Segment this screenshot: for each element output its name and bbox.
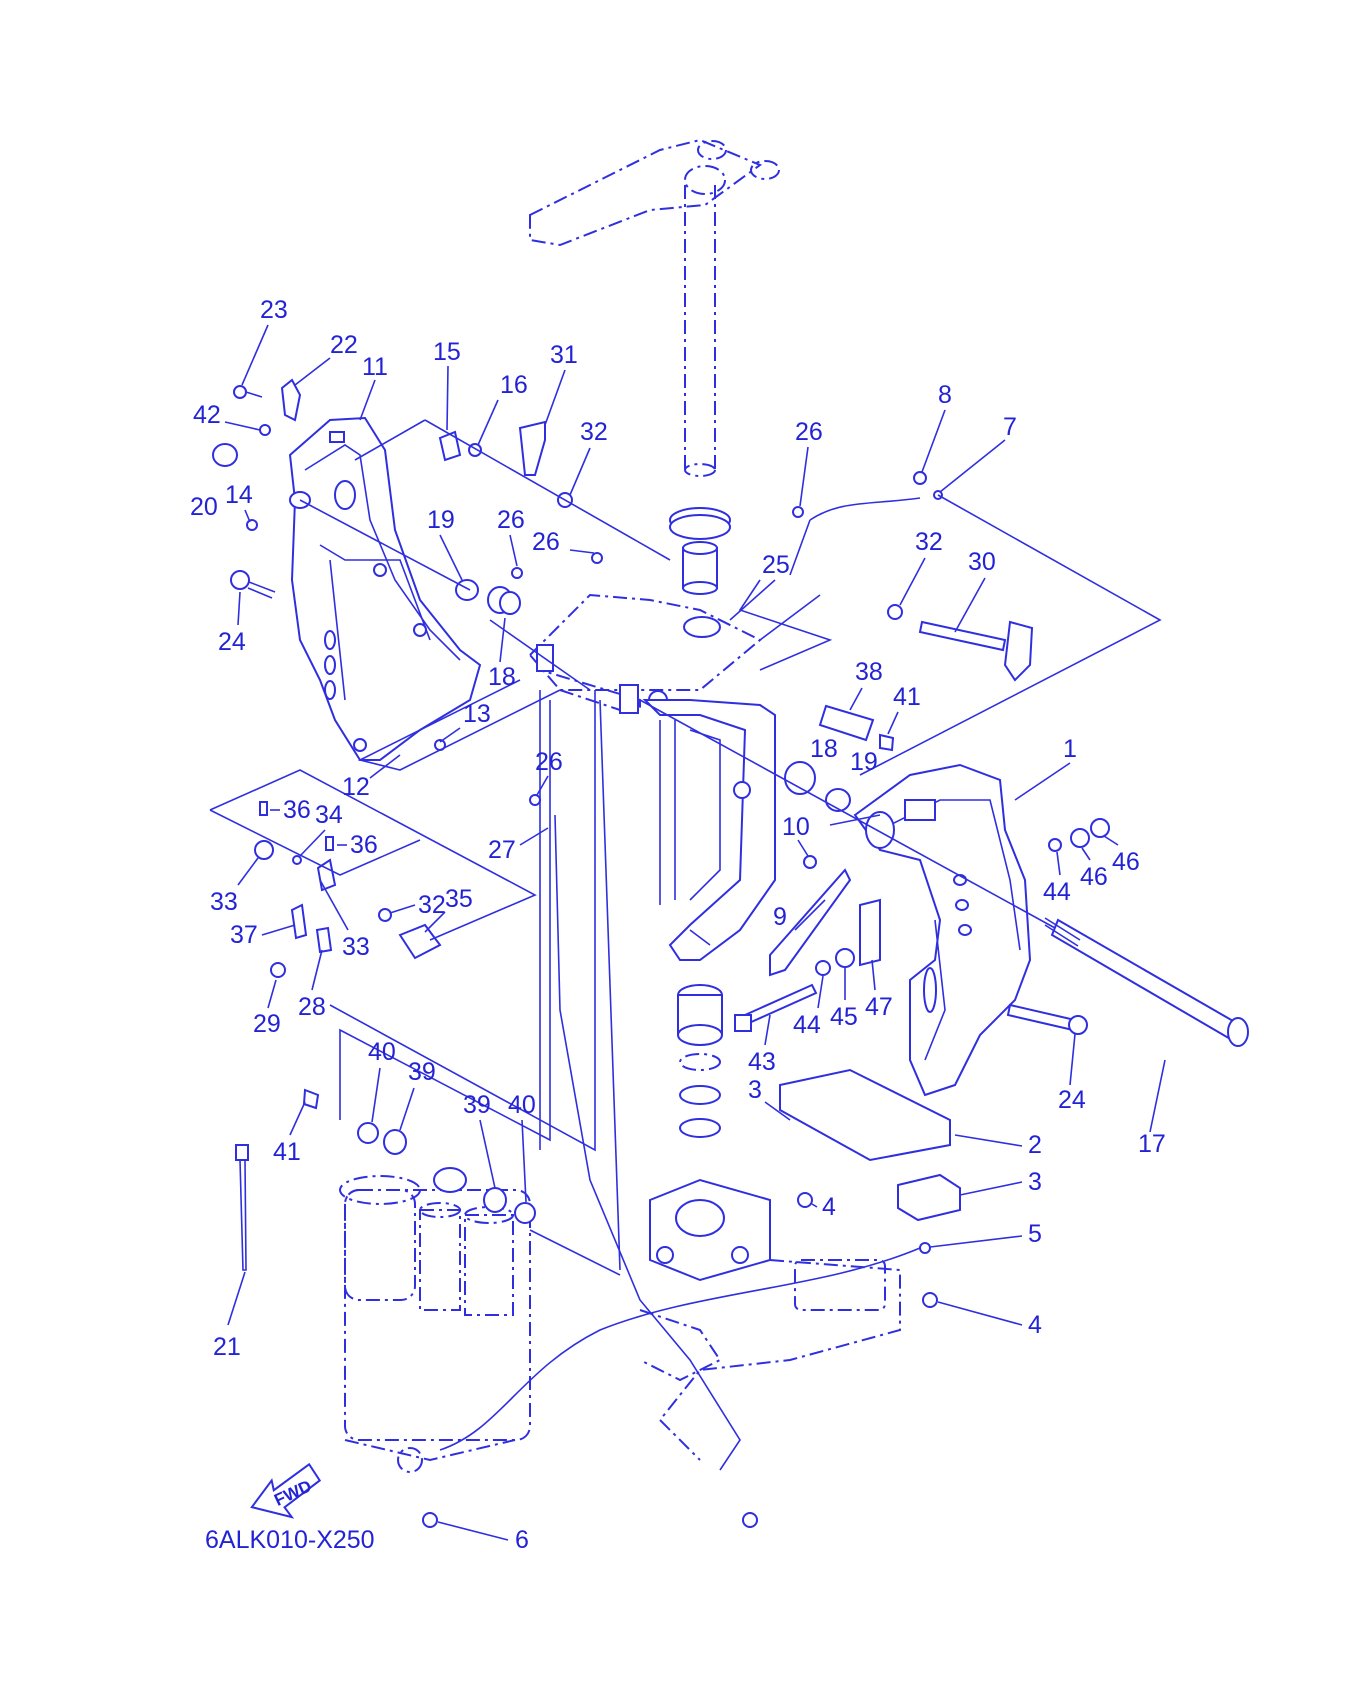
callout-label: 43	[748, 1048, 776, 1076]
callout-label: 34	[315, 801, 343, 829]
callout-label: 9	[773, 903, 787, 931]
clamp-bracket-left	[288, 416, 482, 761]
callout-label: 33	[210, 888, 238, 916]
callout-label: 4	[822, 1193, 836, 1221]
callout-label: 11	[362, 353, 388, 381]
callout-label: 32	[580, 418, 608, 446]
callout-label: 45	[830, 1003, 858, 1031]
callout-label: 35	[445, 885, 473, 913]
tilt-cylinder-unit	[339, 1167, 531, 1473]
leads	[439, 497, 921, 1471]
callout-label: 6	[515, 1526, 529, 1554]
callout-label: 12	[342, 773, 370, 801]
callout-label: 29	[253, 1010, 281, 1038]
callout-label: 39	[408, 1058, 436, 1086]
callout-label: 21	[213, 1333, 241, 1361]
callout-label: 19	[850, 748, 878, 776]
callout-label: 18	[488, 663, 516, 691]
callout-label: 25	[762, 551, 790, 579]
callout-label: 36	[350, 831, 378, 859]
callout-label: 8	[938, 381, 952, 409]
callout-label: 23	[260, 296, 288, 324]
callout-label: 26	[535, 748, 563, 776]
callout-label: 44	[1043, 878, 1071, 906]
lower-bushings	[677, 984, 723, 1138]
callout-label: 22	[330, 331, 358, 359]
callout-label: 32	[418, 891, 446, 919]
callout-label: 13	[463, 700, 491, 728]
callout-label: 38	[855, 658, 883, 686]
callout-label: 28	[298, 993, 326, 1021]
callout-label: 33	[342, 933, 370, 961]
callout-label: 41	[893, 683, 921, 711]
callout-label: 26	[795, 418, 823, 446]
swivel-bracket	[528, 593, 776, 961]
callout-label: 4	[1028, 1311, 1042, 1339]
callout-label: 2	[1028, 1131, 1042, 1159]
callout-label: 40	[368, 1038, 396, 1066]
callout-label: 3	[748, 1076, 762, 1104]
callout-label: 19	[427, 506, 455, 534]
callout-label: 42	[193, 401, 221, 429]
callout-label: 7	[1003, 413, 1017, 441]
callout-label: 16	[500, 371, 528, 399]
callout-label: 27	[488, 836, 516, 864]
callout-label: 36	[283, 796, 311, 824]
callout-label: 17	[1138, 1130, 1166, 1158]
callouts: 1 2 3 3 4 4 5 6 7 8 9 10 11 12 13 14 15 …	[190, 296, 1166, 1554]
clamp-bracket-right	[853, 763, 1032, 1097]
callout-label: 39	[463, 1091, 491, 1119]
callout-label: 15	[433, 338, 461, 366]
steering-arm	[529, 138, 780, 477]
callout-label: 46	[1080, 863, 1108, 891]
callout-label: 20	[190, 493, 218, 521]
callout-label: 37	[230, 921, 258, 949]
callout-label: 40	[508, 1091, 536, 1119]
callout-label: 26	[497, 506, 525, 534]
drawing-code: 6ALK010-X250	[205, 1526, 375, 1554]
callout-label: 14	[225, 481, 253, 509]
through-tube	[1044, 917, 1249, 1047]
callout-label: 44	[793, 1011, 821, 1039]
fwd-arrow: FWD	[250, 1462, 322, 1519]
callout-label: 26	[532, 528, 560, 556]
callout-label: 46	[1112, 848, 1140, 876]
callout-label: 47	[865, 993, 893, 1021]
callout-label: 31	[550, 341, 578, 369]
callout-label: 1	[1063, 735, 1077, 763]
callout-label: 5	[1028, 1220, 1042, 1248]
shaft-bushings	[669, 507, 731, 638]
callout-label: 30	[968, 548, 996, 576]
callout-label: 32	[915, 528, 943, 556]
reference-lines	[209, 419, 1162, 1276]
callout-label: 18	[810, 735, 838, 763]
callout-label: 24	[218, 628, 246, 656]
callout-label: 3	[1028, 1168, 1042, 1196]
callout-label: 24	[1058, 1086, 1086, 1114]
callout-label: 10	[782, 813, 810, 841]
lower-mount	[639, 1178, 901, 1461]
callout-label: 41	[273, 1138, 301, 1166]
